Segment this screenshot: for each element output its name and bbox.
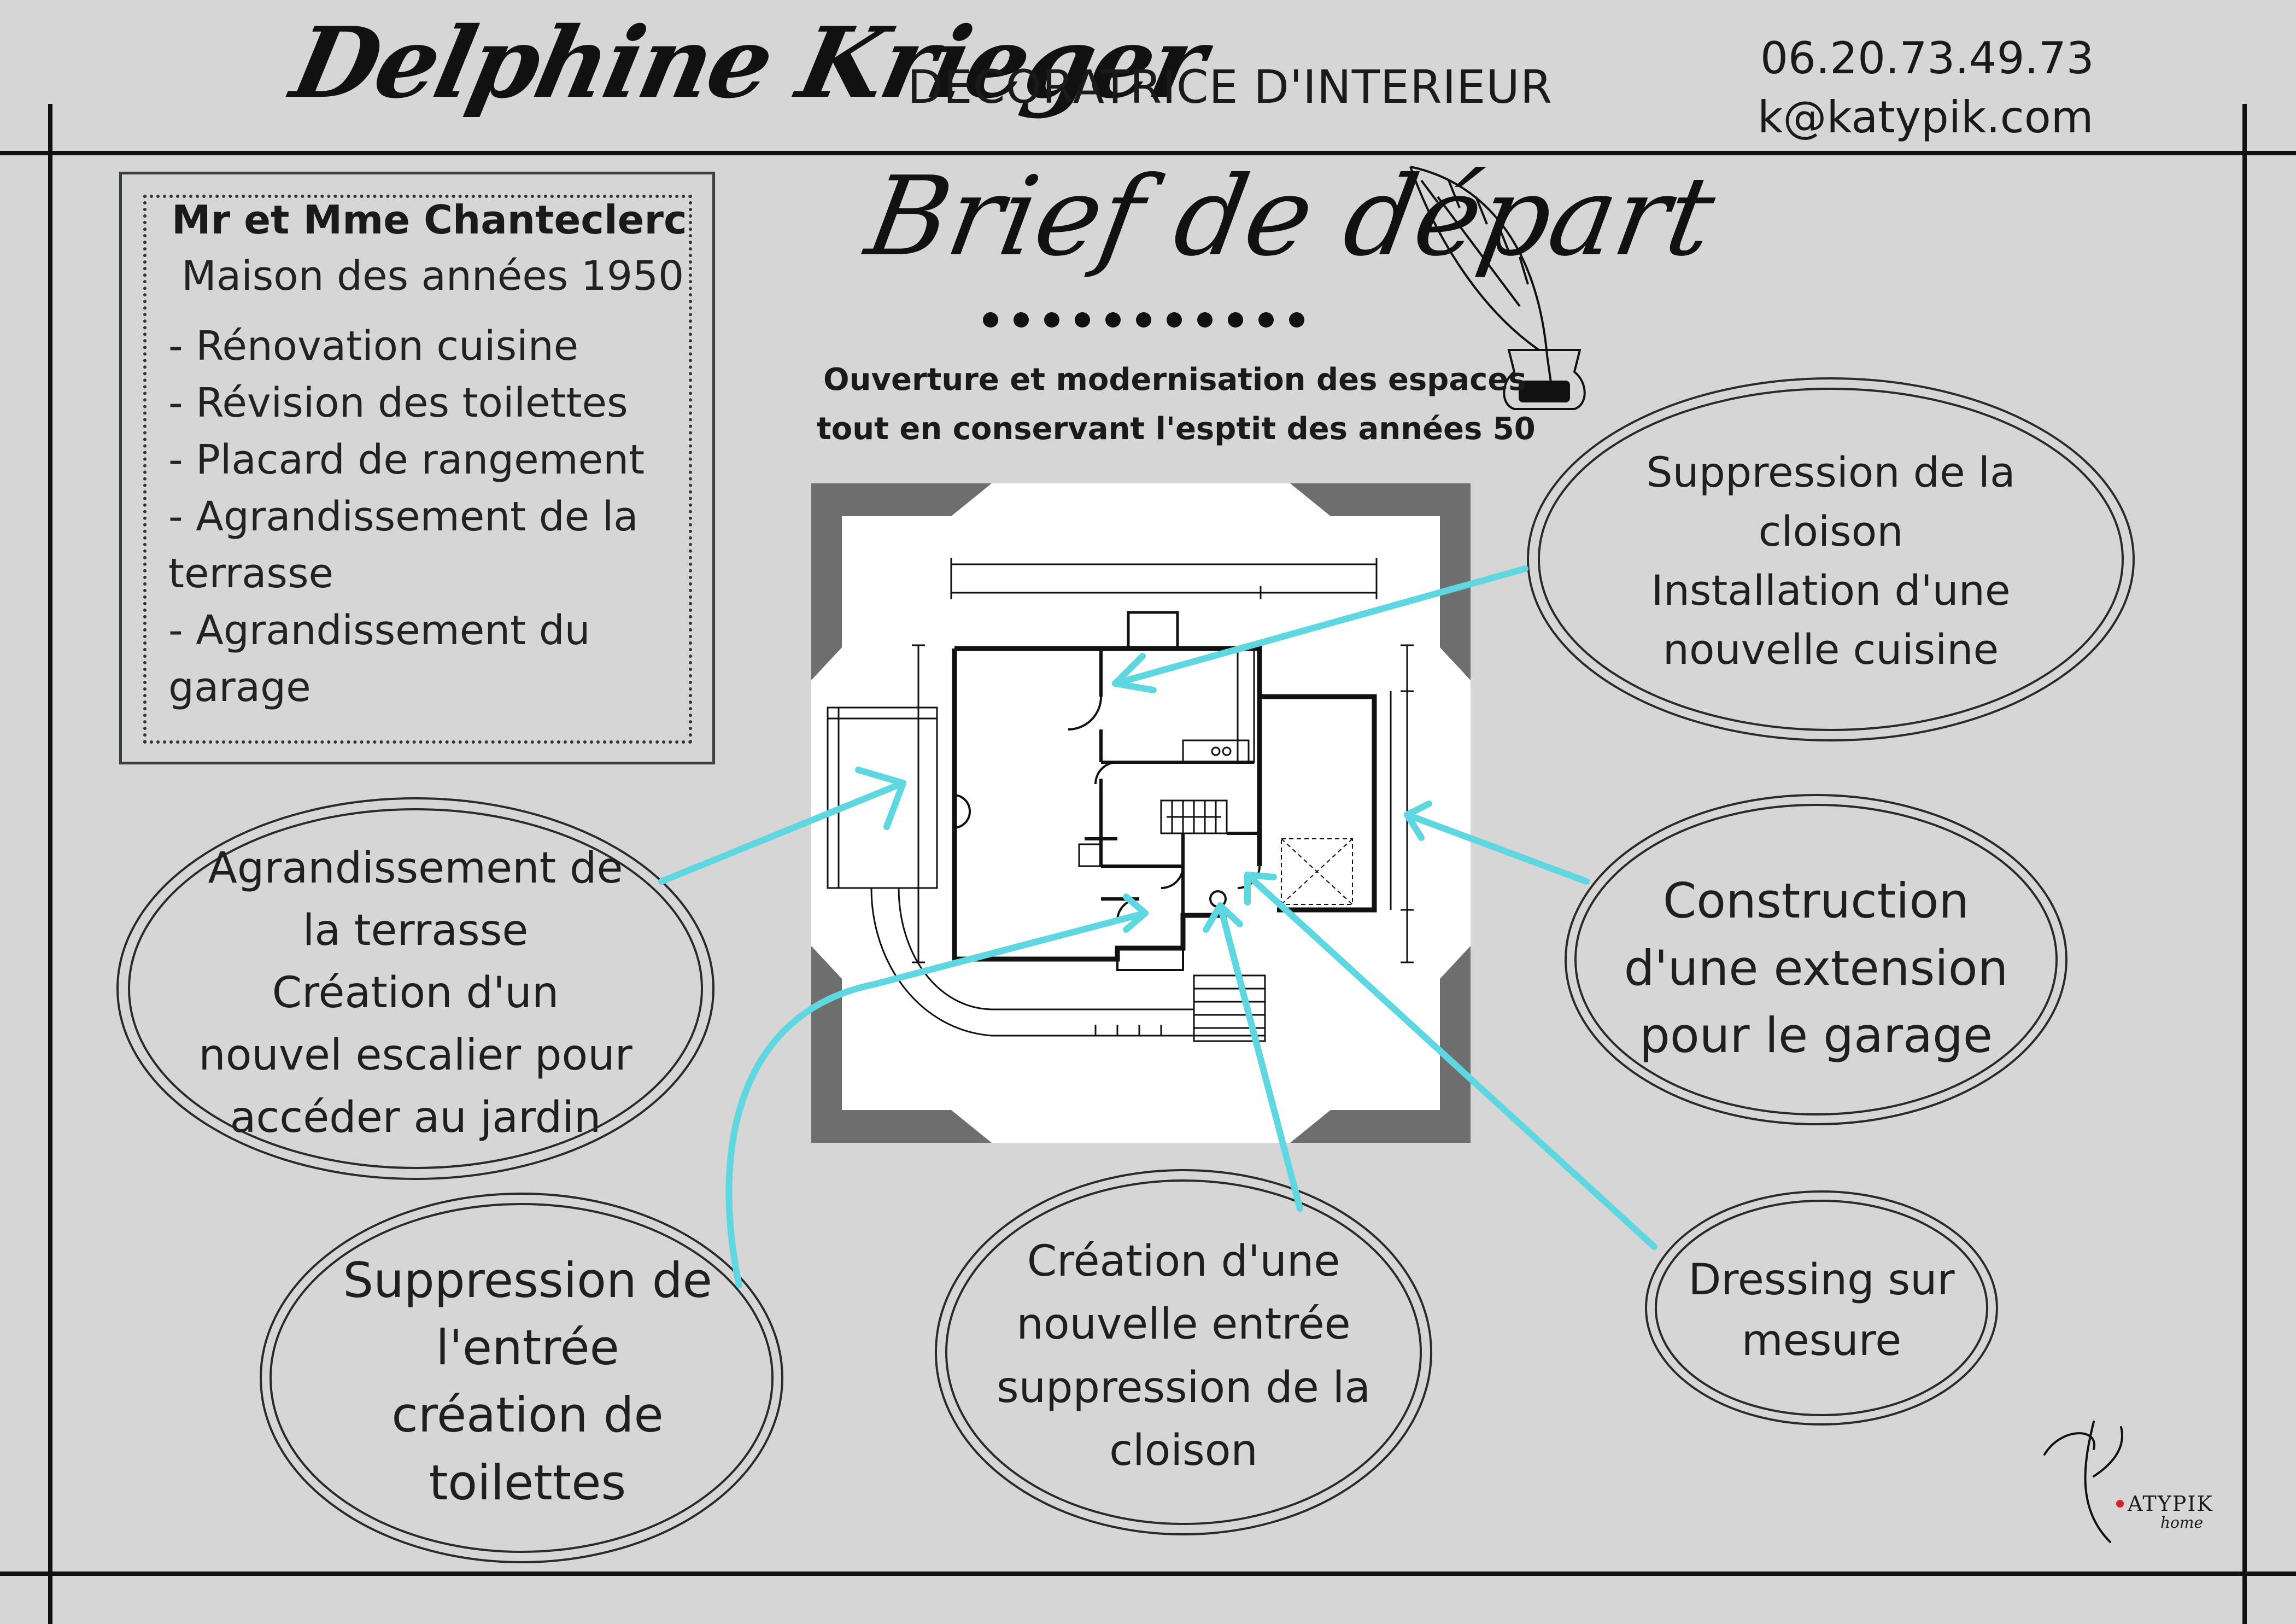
annotation-line: Construction xyxy=(1662,873,1970,929)
annotation-line: d'une extension xyxy=(1624,940,2008,997)
profession-title: DECORATRICE D'INTERIEUR xyxy=(907,60,1553,114)
katypik-logo-icon xyxy=(2043,1421,2124,1543)
annotation-line: l'entrée xyxy=(436,1319,619,1376)
task-item: - Agrandissement de la xyxy=(168,493,639,540)
brief-subtitle-line1: Ouverture et modernisation des espaces xyxy=(823,362,1527,398)
email-address[interactable]: k@katypik.com xyxy=(1758,92,2094,143)
logo-subtext: home xyxy=(2160,1514,2204,1532)
annotation-terrace: Agrandissement de la terrasse Création d… xyxy=(197,838,634,1149)
annotation-line: Installation d'une xyxy=(1651,565,2011,615)
annotation-line: toilettes xyxy=(429,1454,626,1511)
right-rule xyxy=(2242,104,2247,1624)
annotation-line: Création d'une xyxy=(1027,1237,1340,1286)
annotation-line: nouvelle entrée xyxy=(1016,1300,1351,1350)
annotation-kitchen: Suppression de la cloison Installation d… xyxy=(1612,443,2049,679)
task-item: - Placard de rangement xyxy=(168,436,645,483)
annotation-line: nouvel escalier pour xyxy=(198,1030,632,1080)
annotation-entrance: Création d'une nouvelle entrée suppressi… xyxy=(965,1230,1402,1483)
annotation-line: Agrandissement de xyxy=(208,844,623,893)
annotation-line: cloison xyxy=(1758,506,1903,556)
annotation-line: Création d'un xyxy=(272,968,559,1018)
annotation-line: la terrasse xyxy=(302,906,529,955)
top-rule xyxy=(0,151,2296,155)
annotation-line: Suppression de la xyxy=(1646,448,2016,496)
task-item: - Agrandissement du xyxy=(168,607,590,654)
annotation-line: Suppression de xyxy=(343,1252,712,1308)
annotation-line: pour le garage xyxy=(1639,1007,1993,1064)
brief-subtitle-line2: tout en conservant l'esptit des années 5… xyxy=(817,411,1536,447)
annotation-line: création de xyxy=(391,1387,664,1444)
task-item: - Révision des toilettes xyxy=(168,379,628,427)
annotation-line: accéder au jardin xyxy=(230,1093,601,1142)
annotation-garage: Construction d'une extension pour le gar… xyxy=(1597,867,2035,1070)
bottom-rule xyxy=(0,1572,2296,1576)
quill-icon xyxy=(983,166,1586,410)
annotation-line: Dressing sur xyxy=(1688,1255,1955,1305)
annotation-toilets: Suppression de l'entrée création de toil… xyxy=(309,1247,746,1516)
task-item: terrasse xyxy=(168,550,334,597)
annotation-line: nouvelle cuisine xyxy=(1662,624,1999,674)
task-item: garage xyxy=(168,664,311,711)
logo-text: ATYPIK xyxy=(2128,1492,2213,1516)
client-house: Maison des années 1950 xyxy=(181,253,684,300)
task-item: - Rénovation cuisine xyxy=(168,323,579,370)
annotation-line: cloison xyxy=(1109,1426,1258,1476)
annotation-line: suppression de la xyxy=(996,1363,1371,1412)
client-info-dotted-border xyxy=(143,195,692,744)
floor-plan xyxy=(811,483,1471,1143)
annotation-dressing: Dressing sur mesure xyxy=(1657,1250,1985,1371)
phone-number[interactable]: 06.20.73.49.73 xyxy=(1760,33,2094,84)
client-info-box xyxy=(119,172,715,764)
client-name: Mr et Mme Chanteclerc xyxy=(172,197,687,243)
left-rule xyxy=(48,104,52,1624)
annotation-line: mesure xyxy=(1741,1316,1902,1365)
